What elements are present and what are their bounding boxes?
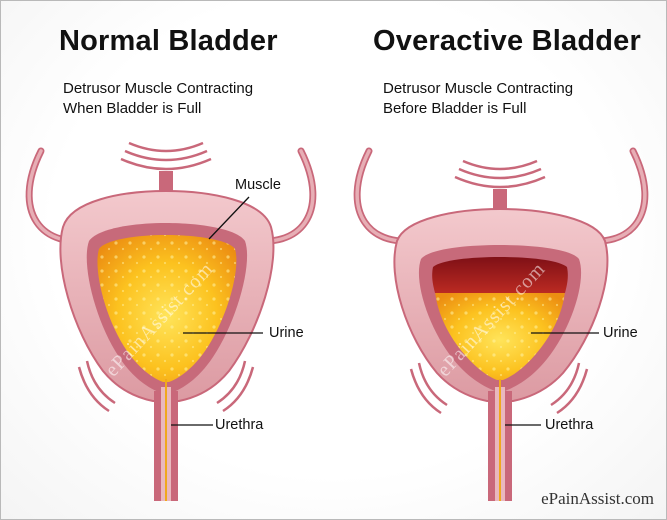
label-muscle: Muscle xyxy=(235,177,281,193)
label-urine-normal: Urine xyxy=(269,325,304,341)
overactive-bladder-title: Overactive Bladder xyxy=(373,25,641,57)
normal-subtitle-line-2: When Bladder is Full xyxy=(63,100,202,117)
label-urethra-normal: Urethra xyxy=(215,417,264,433)
overactive-subtitle-line-2: Before Bladder is Full xyxy=(383,100,527,117)
normal-bladder-subtitle: Detrusor Muscle Contracting When Bladder… xyxy=(63,79,293,119)
normal-bladder-title: Normal Bladder xyxy=(59,25,278,57)
label-urethra-overactive: Urethra xyxy=(545,417,594,433)
normal-subtitle-line-1: Detrusor Muscle Contracting xyxy=(63,80,254,97)
overactive-bladder-illustration xyxy=(353,147,649,501)
label-urine-overactive: Urine xyxy=(603,325,638,341)
overactive-subtitle-line-1: Detrusor Muscle Contracting xyxy=(383,80,574,97)
normal-bladder-illustration xyxy=(25,141,317,501)
overactive-bladder-subtitle: Detrusor Muscle Contracting Before Bladd… xyxy=(383,79,613,119)
site-credit: ePainAssist.com xyxy=(541,489,654,508)
